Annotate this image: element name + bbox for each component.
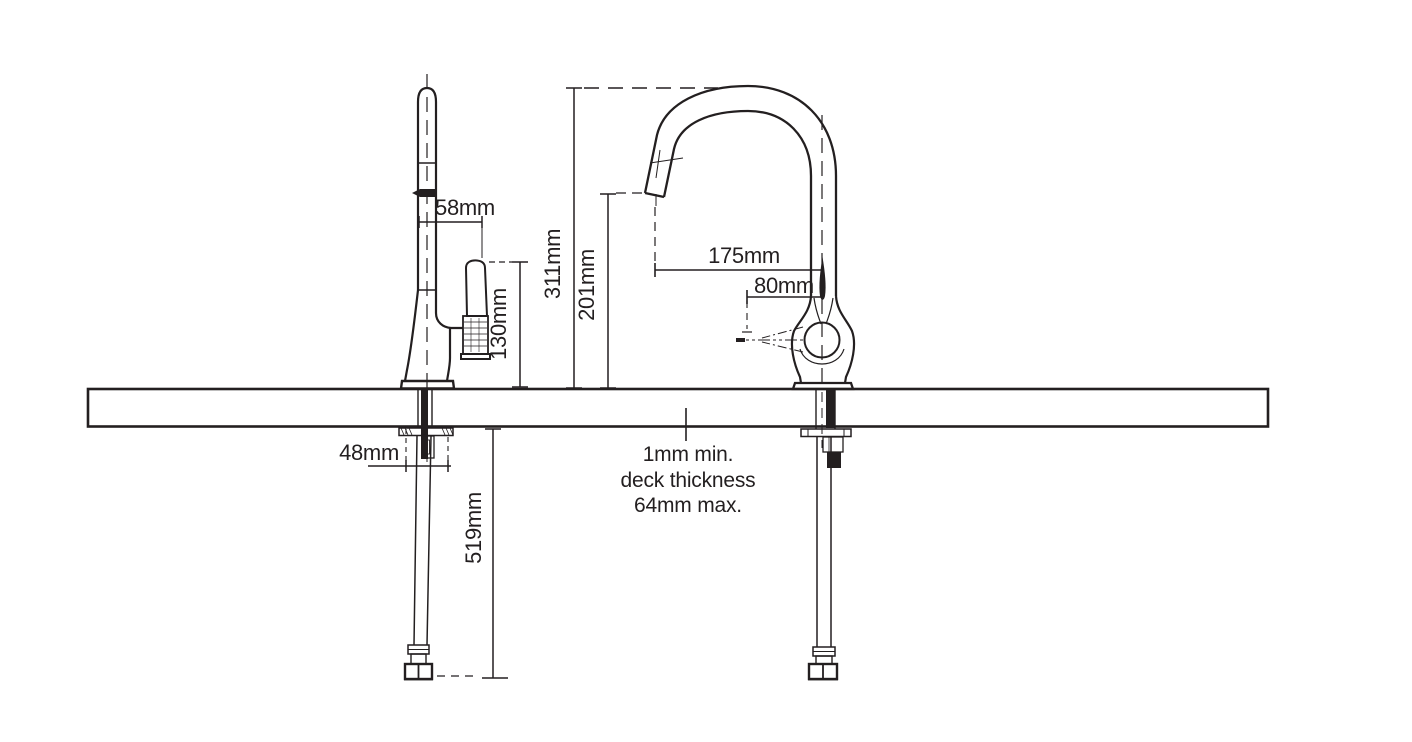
deck-note-line3: 64mm max. [634, 494, 742, 517]
mounting-nut-detail [424, 439, 430, 455]
gooseneck-outer-outline [643, 84, 838, 296]
handle-lever [464, 259, 489, 317]
deck-rectangle [86, 387, 1270, 428]
dimension-130mm-line [512, 261, 528, 388]
spout-joint-cross-line [649, 157, 684, 164]
body-left-outline [403, 289, 420, 382]
dimension-311mm: 311mm [540, 87, 718, 389]
spout-tip-face [644, 191, 665, 199]
front-view-dimensions: 175mm 80mm [654, 207, 822, 333]
front-body-right-outline [834, 295, 856, 384]
front-view-faucet [643, 84, 856, 681]
dimension-311mm-line [566, 87, 582, 389]
phantom-lever-end-blob [736, 338, 745, 342]
supply-hose [413, 435, 432, 646]
body-waist-slot [819, 257, 826, 300]
dimension-130mm: 130mm [486, 261, 528, 388]
handle-mount-hatching [464, 321, 487, 347]
dimension-58mm: 58mm [418, 195, 495, 258]
mounting-nut [421, 435, 435, 459]
front-body-waist-lines [813, 297, 834, 325]
front-supply-hose [816, 437, 832, 647]
front-mounting-flange-detail [807, 429, 845, 437]
dimension-519mm-label: 519mm [461, 492, 486, 564]
front-threaded-shank-rod [826, 390, 835, 428]
dimension-175mm-line [654, 263, 822, 277]
dimension-175mm-label: 175mm [708, 243, 780, 268]
handle-mount-hatching-vertical [470, 318, 480, 352]
deck-note: 1mm min. deck thickness 64mm max. [621, 408, 756, 517]
spray-head-collar-mark [412, 189, 437, 197]
side-view-faucet [398, 74, 491, 681]
body-ledge-outline [434, 290, 463, 330]
dimension-519mm-line [482, 428, 508, 679]
dimension-80mm: 80mm [742, 273, 822, 333]
dimension-201mm: 201mm [574, 192, 646, 389]
height-dimensions: 311mm 201mm [540, 87, 718, 389]
base-plate [399, 379, 456, 390]
dimension-58mm-label: 58mm [435, 195, 495, 220]
dimension-130mm-label: 130mm [486, 288, 511, 360]
dimension-48mm-label: 48mm [339, 440, 399, 465]
hose-fitting-neck [410, 653, 427, 665]
front-shank-stub [827, 452, 841, 468]
dimension-175mm: 175mm [654, 207, 822, 277]
deck-note-line2: deck thickness [621, 469, 756, 492]
handle-mount-base-cap [460, 353, 491, 360]
dimension-201mm-line [600, 193, 616, 389]
dimension-519mm: 519mm [437, 428, 508, 679]
dimension-311mm-label: 311mm [540, 229, 565, 299]
front-hose-hex-nut-facet [808, 664, 838, 681]
hose-hex-nut-facet [404, 664, 433, 681]
dimension-201mm-label: 201mm [574, 249, 599, 321]
front-hose-fitting-neck [815, 655, 833, 665]
deck-surface [86, 387, 1270, 428]
phantom-lever [736, 326, 804, 353]
shank-tube-lines [417, 389, 433, 428]
phantom-lever-cone [761, 326, 804, 353]
threaded-shank-rod [421, 390, 428, 459]
handle-knob-circle [803, 321, 841, 359]
gooseneck-inner-outline [662, 109, 813, 296]
front-base-plate [791, 381, 855, 391]
front-mounting-nut [822, 436, 844, 453]
dimension-80mm-label: 80mm [754, 273, 814, 298]
front-body-left-outline [790, 295, 813, 384]
dimension-48mm: 48mm [339, 429, 451, 472]
body-right-outline [445, 328, 452, 382]
side-view-dimensions: 58mm 130mm 48mm 519mm [339, 195, 528, 679]
spout-axis-ticks [655, 149, 661, 206]
dimension-48mm-line [368, 460, 451, 472]
front-body-lower-arc [799, 348, 845, 365]
deck-note-line1: 1mm min. [643, 443, 734, 466]
